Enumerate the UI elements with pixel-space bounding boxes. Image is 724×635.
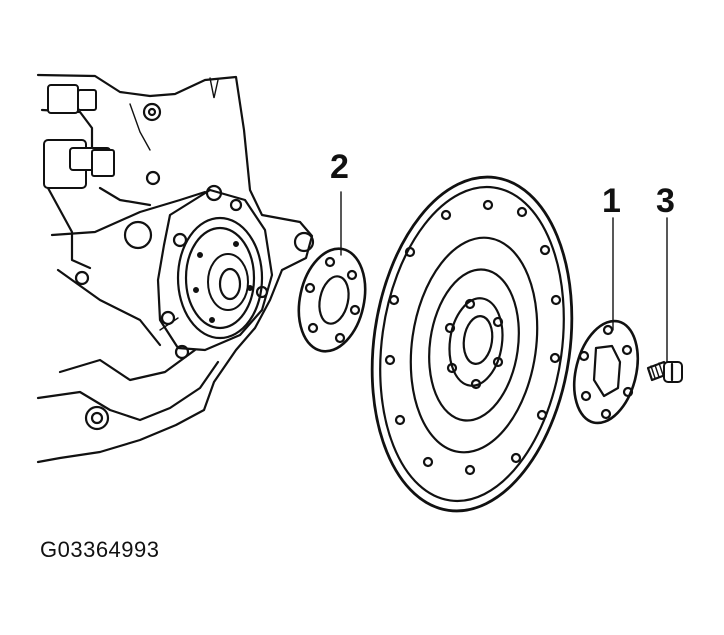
part-3-bolt bbox=[646, 360, 683, 383]
part-1-reinforcement-plate bbox=[572, 319, 640, 425]
callout-2: 2 bbox=[330, 148, 349, 186]
flex-plate bbox=[370, 175, 574, 513]
figure-id-label: G03364993 bbox=[40, 537, 160, 562]
callout-3: 3 bbox=[656, 182, 675, 220]
callout-1: 1 bbox=[602, 182, 621, 220]
part-2-spacer-plate bbox=[297, 247, 367, 353]
engine-block bbox=[36, 73, 315, 464]
rear-seal-housing bbox=[156, 184, 274, 360]
